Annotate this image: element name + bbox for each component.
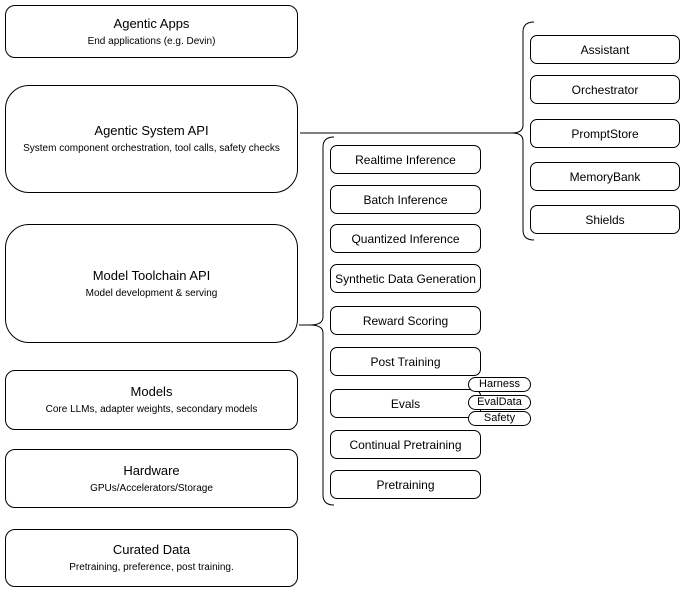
- node-reward-scoring: Reward Scoring: [330, 306, 481, 335]
- node-models: Models Core LLMs, adapter weights, secon…: [5, 370, 298, 430]
- tag-safety: Safety: [468, 411, 531, 426]
- node-subtitle: Model development & serving: [85, 287, 218, 299]
- node-title: Models: [130, 384, 173, 399]
- node-model-toolchain-api: Model Toolchain API Model development & …: [5, 224, 298, 343]
- node-agentic-system-api: Agentic System API System component orch…: [5, 85, 298, 193]
- node-agentic-apps: Agentic Apps End applications (e.g. Devi…: [5, 5, 298, 58]
- node-batch-inference: Batch Inference: [330, 185, 481, 214]
- node-hardware: Hardware GPUs/Accelerators/Storage: [5, 449, 298, 508]
- node-orchestrator: Orchestrator: [530, 75, 680, 104]
- node-subtitle: Pretraining, preference, post training.: [69, 562, 234, 573]
- node-pretraining: Pretraining: [330, 470, 481, 499]
- node-promptstore: PromptStore: [530, 119, 680, 148]
- node-memorybank: MemoryBank: [530, 162, 680, 191]
- middle-column-bracket: [309, 136, 335, 506]
- node-continual-pretraining: Continual Pretraining: [330, 430, 481, 459]
- node-post-training: Post Training: [330, 347, 481, 376]
- node-title: Hardware: [123, 462, 180, 478]
- node-title: Curated Data: [112, 542, 191, 557]
- node-title: Agentic Apps: [113, 15, 190, 31]
- tag-evaldata: EvalData: [468, 395, 531, 410]
- node-title: Model Toolchain API: [92, 267, 211, 283]
- node-realtime-inference: Realtime Inference: [330, 145, 481, 174]
- tag-harness: Harness: [468, 377, 531, 392]
- node-shields: Shields: [530, 205, 680, 234]
- node-quantized-inference: Quantized Inference: [330, 224, 481, 253]
- node-synthetic-data-generation: Synthetic Data Generation: [330, 264, 481, 293]
- node-subtitle: Core LLMs, adapter weights, secondary mo…: [45, 404, 258, 415]
- node-evals: Evals: [330, 389, 481, 418]
- node-title: Agentic System API: [94, 123, 209, 138]
- node-subtitle: GPUs/Accelerators/Storage: [90, 482, 213, 494]
- node-subtitle: System component orchestration, tool cal…: [23, 143, 280, 154]
- node-subtitle: End applications (e.g. Devin): [87, 35, 216, 47]
- node-curated-data: Curated Data Pretraining, preference, po…: [5, 529, 298, 587]
- right-column-bracket: [511, 21, 535, 241]
- node-assistant: Assistant: [530, 35, 680, 64]
